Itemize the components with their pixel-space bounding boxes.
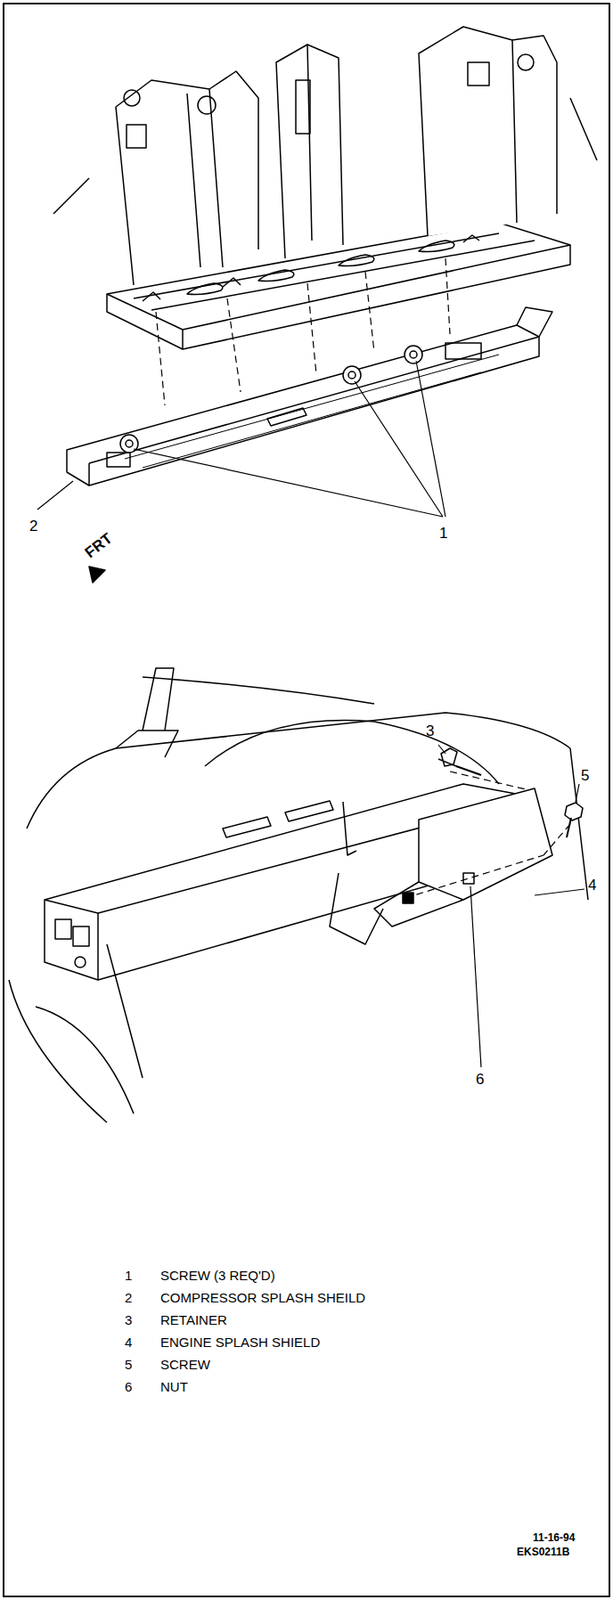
- front-arrow: [89, 566, 106, 583]
- callout-number: 4: [588, 877, 597, 895]
- part-name: SCREW (3 REQ'D): [160, 1268, 276, 1284]
- part-name: ENGINE SPLASH SHIELD: [160, 1335, 320, 1351]
- part-name: COMPRESSOR SPLASH SHEILD: [160, 1291, 366, 1307]
- legend-number: 2: [124, 1291, 132, 1307]
- legend-number: 3: [124, 1313, 132, 1329]
- figure-code: EKS0211B: [516, 1546, 570, 1559]
- leader-lines: [37, 360, 446, 517]
- screw-symbol: [564, 802, 583, 838]
- callout-number: 5: [580, 768, 589, 785]
- compressor-splash-shield: [66, 307, 553, 486]
- callout-number: 2: [29, 518, 38, 536]
- part-name: NUT: [160, 1380, 188, 1396]
- part-name: SCREW: [160, 1357, 211, 1374]
- callout-number: 6: [475, 1071, 484, 1089]
- frame-border: [3, 3, 610, 1597]
- part-name: RETAINER: [160, 1313, 228, 1329]
- legend-number: 6: [124, 1380, 132, 1396]
- alignment-lines: [405, 771, 571, 899]
- screw-symbol: [120, 345, 423, 453]
- callout-number: 1: [439, 525, 448, 543]
- legend-number: 1: [124, 1268, 132, 1284]
- engine-splash-shield: [374, 788, 553, 927]
- legend-number: 4: [124, 1335, 132, 1351]
- callout-number: 3: [425, 723, 434, 741]
- legend-number: 5: [124, 1357, 132, 1374]
- date-stamp: 11-16-94: [532, 1532, 575, 1545]
- engine-cradle: [8, 668, 589, 1123]
- engine-cradle: [53, 26, 597, 350]
- front-label: FRT: [81, 531, 116, 563]
- leader-lines: [438, 744, 585, 1068]
